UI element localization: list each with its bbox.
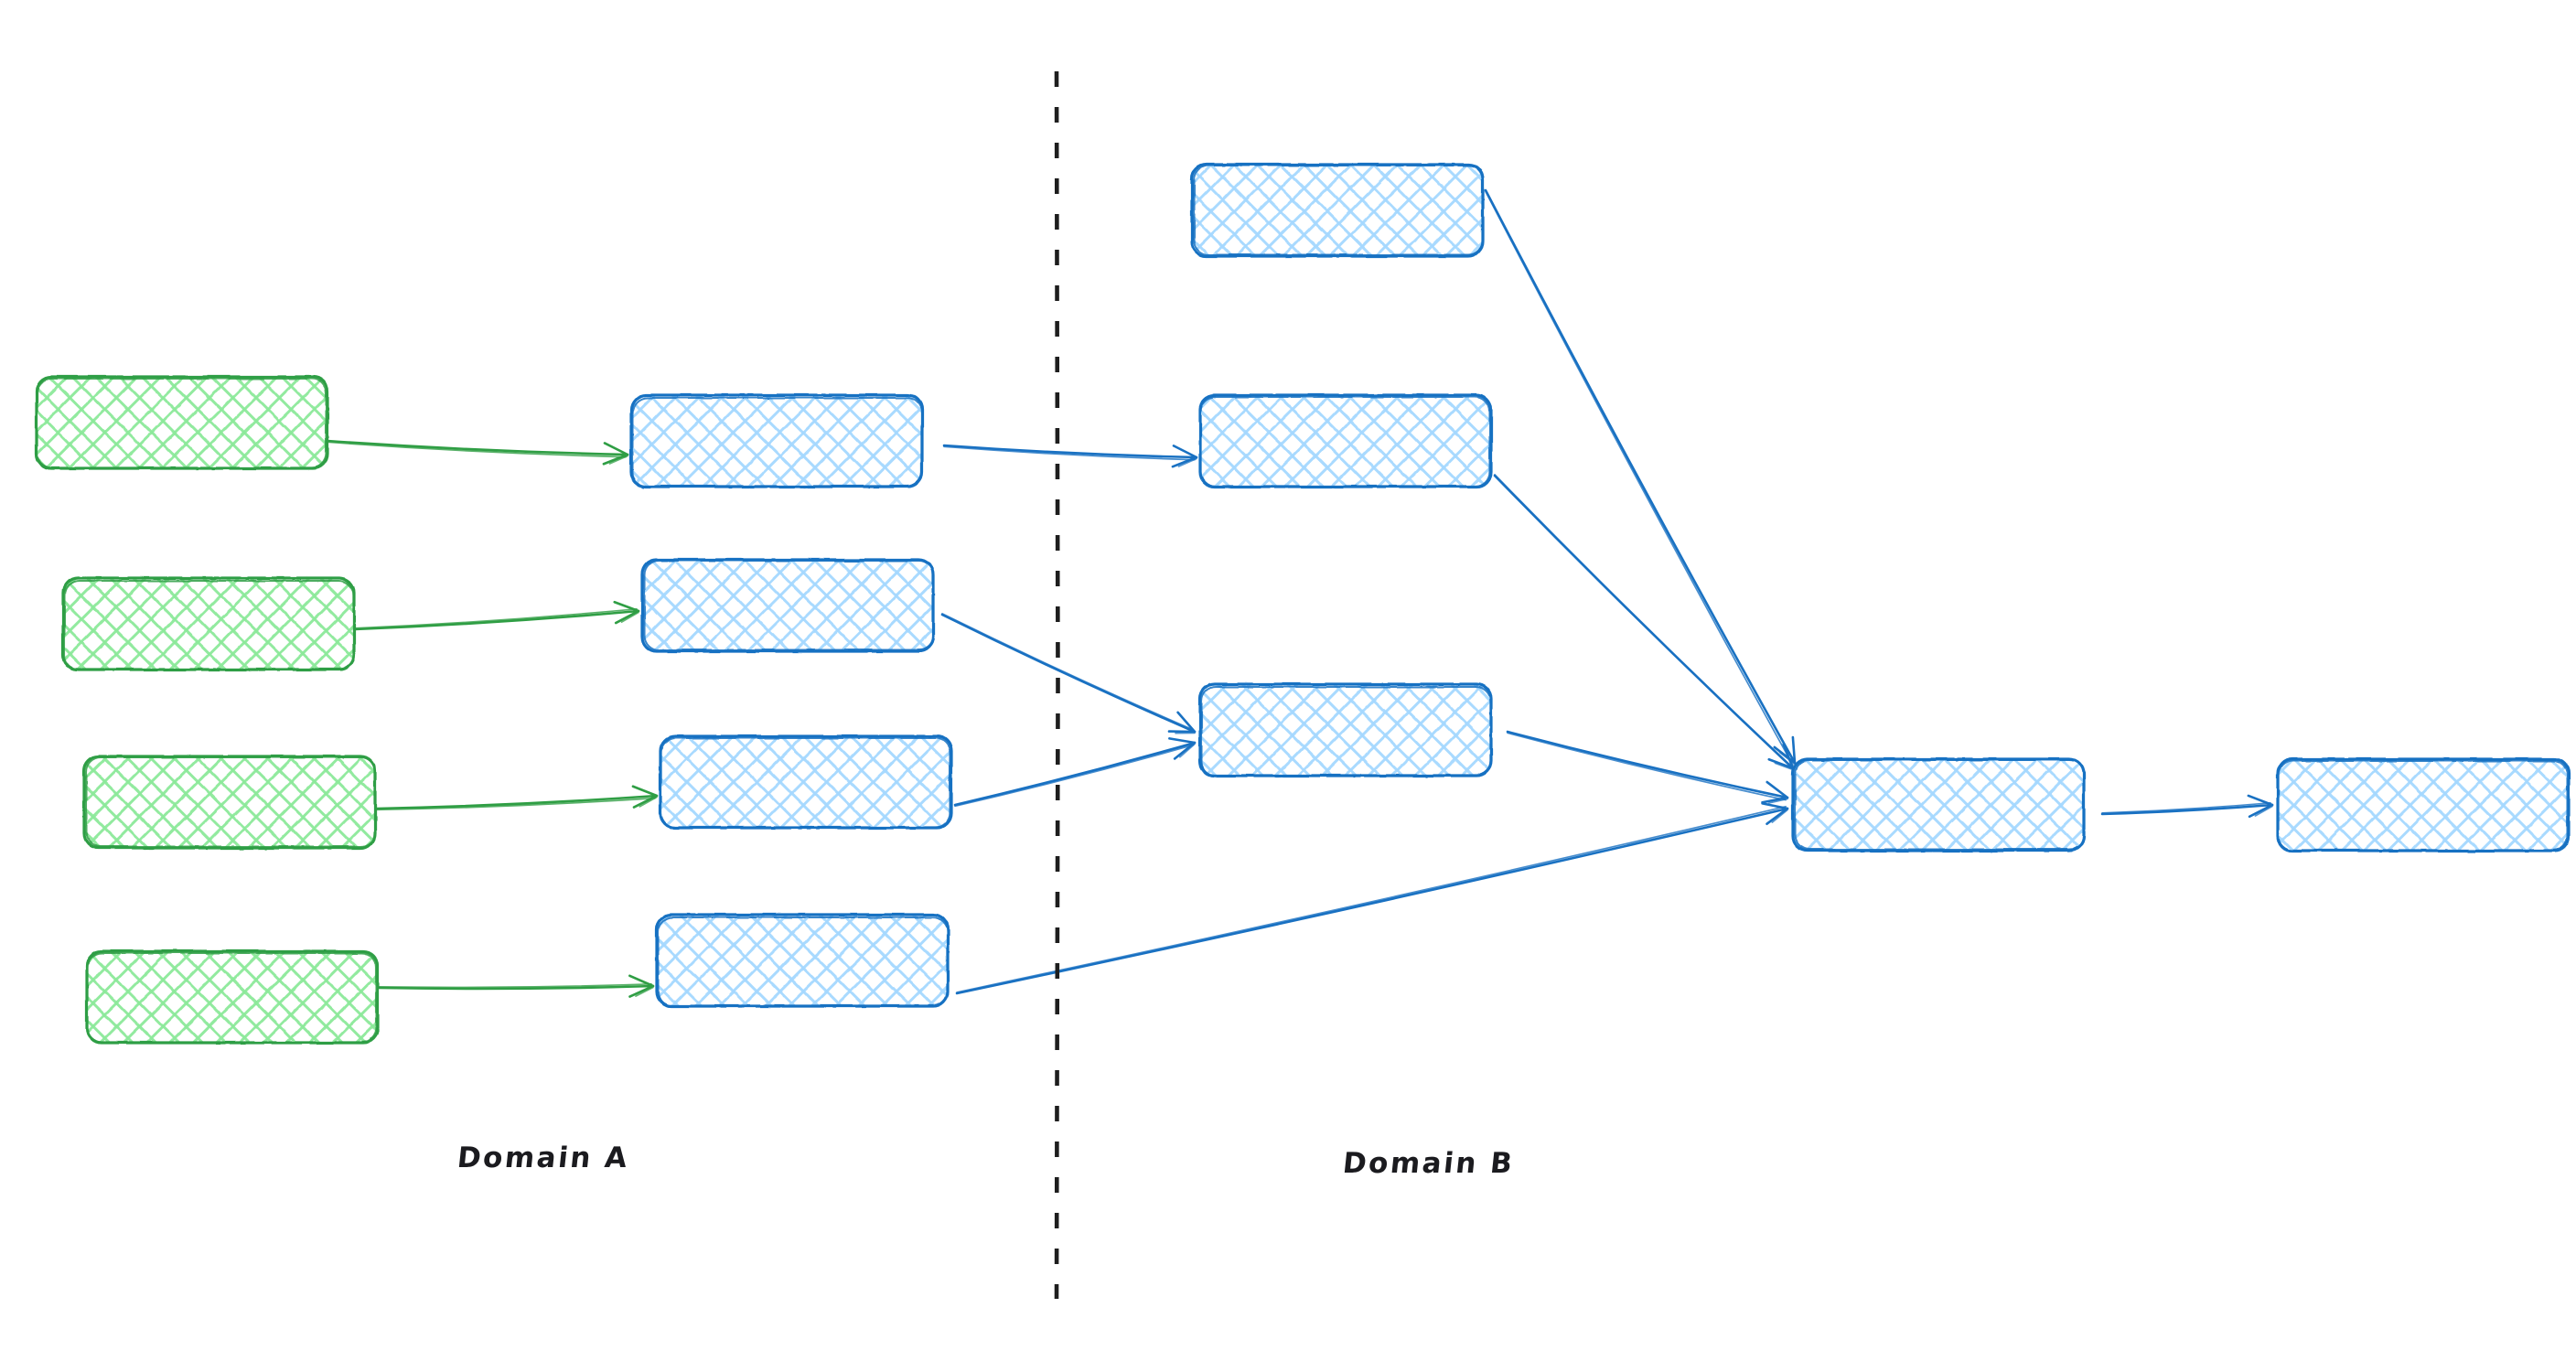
node-b-hub[interactable]	[1791, 757, 2086, 852]
edge-a-src-2-to-a-proc-2	[353, 600, 640, 631]
node-b-sink[interactable]	[2276, 757, 2571, 852]
edge-a-proc-3-to-b-node-3	[953, 737, 1197, 808]
node-a-proc-2[interactable]	[640, 558, 935, 653]
label-domain-b: Domain B	[1341, 1147, 1517, 1180]
node-b-node-1[interactable]	[1190, 163, 1485, 258]
edge-a-proc-2-to-b-node-3	[940, 613, 1197, 734]
node-a-proc-4[interactable]	[655, 913, 950, 1008]
node-hit-a-src-2[interactable]	[63, 578, 354, 670]
node-b-node-3[interactable]	[1198, 682, 1493, 777]
node-hit-b-node-2[interactable]	[1200, 395, 1491, 487]
node-hit-b-node-3[interactable]	[1200, 684, 1491, 776]
divider-layer	[1054, 70, 1060, 1300]
node-hit-a-src-1[interactable]	[37, 377, 327, 468]
node-a-src-2[interactable]	[61, 576, 356, 671]
label-domain-a: Domain A	[456, 1142, 631, 1174]
edge-b-node-3-to-b-hub	[1506, 730, 1789, 804]
node-a-src-1[interactable]	[35, 375, 329, 470]
edge-a-src-4-to-a-proc-4	[377, 974, 655, 998]
edge-a-proc-4-to-b-hub	[955, 802, 1789, 995]
node-hit-b-hub[interactable]	[1793, 759, 2084, 851]
node-b-node-2[interactable]	[1198, 393, 1493, 488]
node-hit-a-src-4[interactable]	[87, 951, 378, 1043]
edge-a-src-3-to-a-proc-3	[375, 785, 659, 811]
edge-b-node-1-to-b-hub	[1484, 188, 1797, 766]
node-hit-a-proc-1[interactable]	[631, 395, 922, 487]
edges-layer	[326, 188, 2274, 998]
edge-a-src-1-to-a-proc-1	[326, 439, 629, 466]
edge-b-hub-to-b-sink	[2100, 794, 2274, 819]
nodes-layer	[35, 163, 2571, 1045]
node-hit-a-src-3[interactable]	[84, 756, 375, 848]
node-hit-a-proc-3[interactable]	[660, 736, 951, 828]
node-a-src-4[interactable]	[85, 949, 380, 1045]
edge-b-node-2-to-b-hub	[1493, 474, 1795, 771]
edge-a-proc-1-to-b-node-2	[942, 444, 1198, 468]
domain-divider	[1054, 70, 1060, 1300]
node-hit-b-sink[interactable]	[2278, 759, 2569, 851]
node-hit-b-node-1[interactable]	[1192, 165, 1483, 256]
node-a-src-3[interactable]	[82, 755, 377, 850]
node-hit-a-proc-4[interactable]	[657, 915, 948, 1006]
node-hit-a-proc-2[interactable]	[642, 560, 933, 651]
node-a-proc-3[interactable]	[659, 734, 953, 830]
node-a-proc-1[interactable]	[629, 393, 924, 488]
